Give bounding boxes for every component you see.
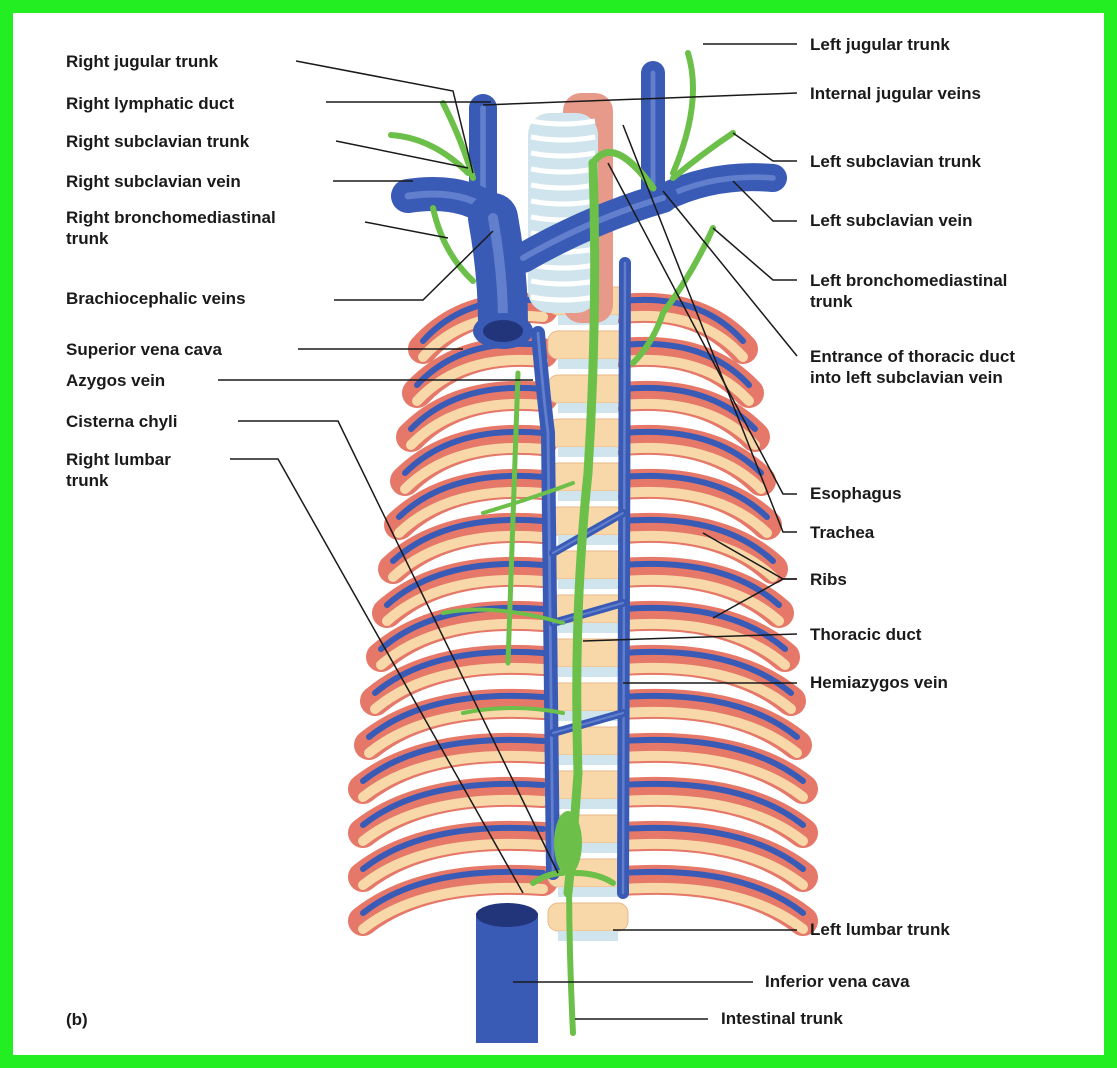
panel-label: (b) [66, 1009, 88, 1030]
intervertebral-disc [558, 623, 618, 633]
intervertebral-disc [558, 579, 618, 589]
label-right-jugular-trunk: Right jugular trunk [66, 51, 218, 72]
label-superior-vena-cava: Superior vena cava [66, 339, 222, 360]
label-right-subclavian-trunk: Right subclavian trunk [66, 131, 249, 152]
left-jugular-trunk-vessel [673, 53, 693, 173]
label-left-jugular-trunk: Left jugular trunk [810, 34, 950, 55]
vertebra [548, 903, 628, 931]
leader-line [483, 93, 797, 105]
label-right-lymphatic-duct: Right lymphatic duct [66, 93, 234, 114]
label-left-subclavian-trunk: Left subclavian trunk [810, 151, 981, 172]
leader-line [334, 231, 493, 300]
label-hemiazygos-vein: Hemiazygos vein [810, 672, 948, 693]
intervertebral-disc [558, 799, 618, 809]
label-internal-jugular-veins: Internal jugular veins [810, 83, 981, 104]
cisterna-chyli-sac [554, 811, 582, 875]
label-left-lumbar-trunk: Left lumbar trunk [810, 919, 950, 940]
label-right-subclavian-vein: Right subclavian vein [66, 171, 241, 192]
vertebra [548, 331, 628, 359]
label-trachea: Trachea [810, 522, 874, 543]
leader-line [733, 133, 797, 161]
label-left-subclavian-vein: Left subclavian vein [810, 210, 973, 231]
label-entrance-of-thoracic-duct: Entrance of thoracic duct into left subc… [810, 346, 1015, 388]
vertebra [548, 683, 628, 711]
intervertebral-disc [558, 359, 618, 369]
label-right-lumbar-trunk: Right lumbar trunk [66, 449, 171, 491]
label-cisterna-chyli: Cisterna chyli [66, 411, 178, 432]
vertebra [548, 639, 628, 667]
label-right-bronchomediastinal-trunk: Right bronchomediastinal trunk [66, 207, 276, 249]
label-esophagus: Esophagus [810, 483, 902, 504]
label-thoracic-duct: Thoracic duct [810, 624, 921, 645]
vertebra [548, 771, 628, 799]
inferior-vena-cava [476, 913, 538, 1043]
label-inferior-vena-cava: Inferior vena cava [765, 971, 910, 992]
label-intestinal-trunk: Intestinal trunk [721, 1008, 843, 1029]
vertebra [548, 551, 628, 579]
inferior-vena-cava-opening [476, 903, 538, 927]
leader-line [713, 228, 797, 280]
superior-vena-cava-lumen [483, 320, 523, 342]
intervertebral-disc [558, 755, 618, 765]
label-left-bronchomediastinal-trunk: Left bronchomediastinal trunk [810, 270, 1007, 312]
label-azygos-vein: Azygos vein [66, 370, 165, 391]
label-brachiocephalic-veins: Brachiocephalic veins [66, 288, 246, 309]
label-ribs: Ribs [810, 569, 847, 590]
intervertebral-disc [558, 667, 618, 677]
